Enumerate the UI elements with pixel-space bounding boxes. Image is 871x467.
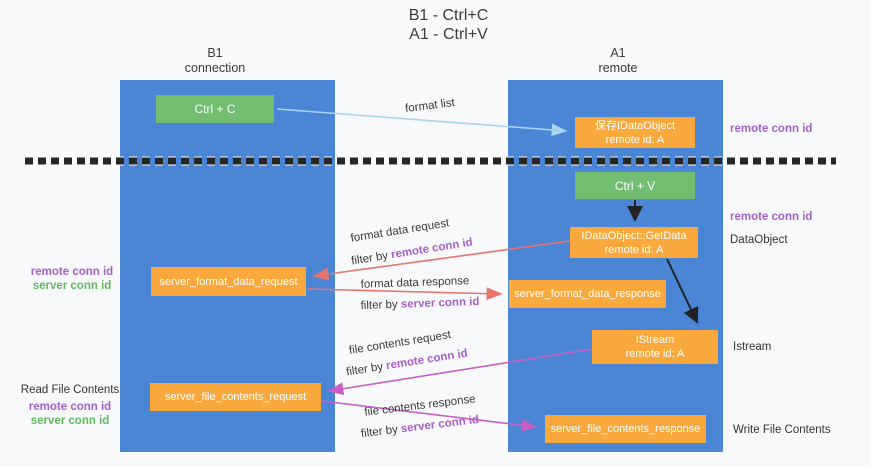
- remote-conn-id-key: remote conn id: [385, 347, 469, 373]
- a1-name: A1: [610, 46, 626, 60]
- filter-by-prefix: filter by: [360, 298, 402, 313]
- server-file-contents-request-node: server_file_contents_request: [150, 383, 321, 411]
- file-contents-response-label: file contents response: [363, 393, 477, 419]
- server-file-contents-response-label: server_file_contents_response: [550, 423, 701, 435]
- remote-conn-id-label-top: remote conn id: [730, 123, 813, 135]
- server-format-data-request-node: server_format_data_request: [151, 267, 306, 296]
- format-data-response-filter-label: filter by server conn id: [360, 296, 479, 312]
- server-format-data-response-label: server_format_data_response: [514, 288, 661, 300]
- column-header-b1: B1 connection: [155, 46, 275, 76]
- dataobject-label: DataObject: [730, 234, 788, 246]
- left-format-conn-ids: remote conn id server conn id: [18, 265, 126, 293]
- format-data-request-label: format data request: [349, 217, 451, 245]
- b1-name: B1: [207, 46, 223, 60]
- format-data-response-label: format data response: [360, 275, 470, 291]
- read-file-contents-label: Read File Contents: [20, 384, 120, 396]
- istream-line1: IStream: [635, 334, 675, 346]
- remote-conn-id-label-left: remote conn id: [30, 266, 114, 278]
- format-data-response-arrow: [307, 287, 503, 301]
- write-file-contents-label: Write File Contents: [733, 424, 831, 436]
- server-file-contents-request-label: server_file_contents_request: [164, 391, 307, 403]
- filter-by-prefix: filter by: [350, 249, 393, 268]
- save-idataobject-line1: 保存IDataObject: [594, 119, 676, 132]
- title-line-1: B1 - Ctrl+C: [408, 7, 489, 24]
- format-list-label: format list: [404, 97, 456, 115]
- istream-node: IStream remote id: A: [592, 330, 718, 364]
- remote-conn-id-key: remote conn id: [390, 236, 474, 262]
- server-file-contents-response-node: server_file_contents_response: [545, 415, 706, 443]
- save-idataobject-line2: remote id: A: [605, 133, 665, 146]
- ctrl-c-label: Ctrl + C: [194, 102, 236, 116]
- column-header-a1: A1 remote: [558, 46, 678, 76]
- ctrl-v-node: Ctrl + V: [575, 172, 695, 199]
- diagram-title: B1 - Ctrl+C A1 - Ctrl+V: [0, 6, 871, 44]
- file-contents-response-filter-label: filter by server conn id: [360, 414, 479, 440]
- getdata-node: IDataObject::GetData remote id: A: [570, 227, 698, 258]
- read-file-contents-block: Read File Contents remote conn id server…: [14, 383, 126, 428]
- getdata-line2: remote id: A: [604, 243, 664, 256]
- save-idataobject-node: 保存IDataObject remote id: A: [575, 117, 695, 148]
- remote-conn-id-label-mid: remote conn id: [730, 211, 813, 223]
- getdata-line1: IDataObject::GetData: [581, 229, 687, 242]
- filter-by-prefix: filter by: [360, 423, 402, 441]
- server-conn-id-label-file: server conn id: [30, 415, 110, 427]
- istream-side-label: Istream: [733, 341, 772, 353]
- a1-role: remote: [598, 61, 638, 75]
- b1-role: connection: [184, 61, 246, 75]
- filter-by-prefix: filter by: [345, 360, 388, 379]
- title-line-2: A1 - Ctrl+V: [409, 26, 488, 43]
- remote-conn-id-label-file: remote conn id: [28, 401, 112, 413]
- server-conn-id-key: server conn id: [400, 413, 480, 436]
- istream-line2: remote id: A: [625, 348, 685, 360]
- server-conn-id-label-left: server conn id: [32, 280, 112, 292]
- server-format-data-response-node: server_format_data_response: [509, 280, 666, 308]
- server-format-data-request-label: server_format_data_request: [159, 275, 298, 288]
- ctrl-c-node: Ctrl + C: [156, 95, 274, 123]
- ctrl-v-label: Ctrl + V: [614, 178, 656, 193]
- server-conn-id-key: server conn id: [400, 295, 480, 311]
